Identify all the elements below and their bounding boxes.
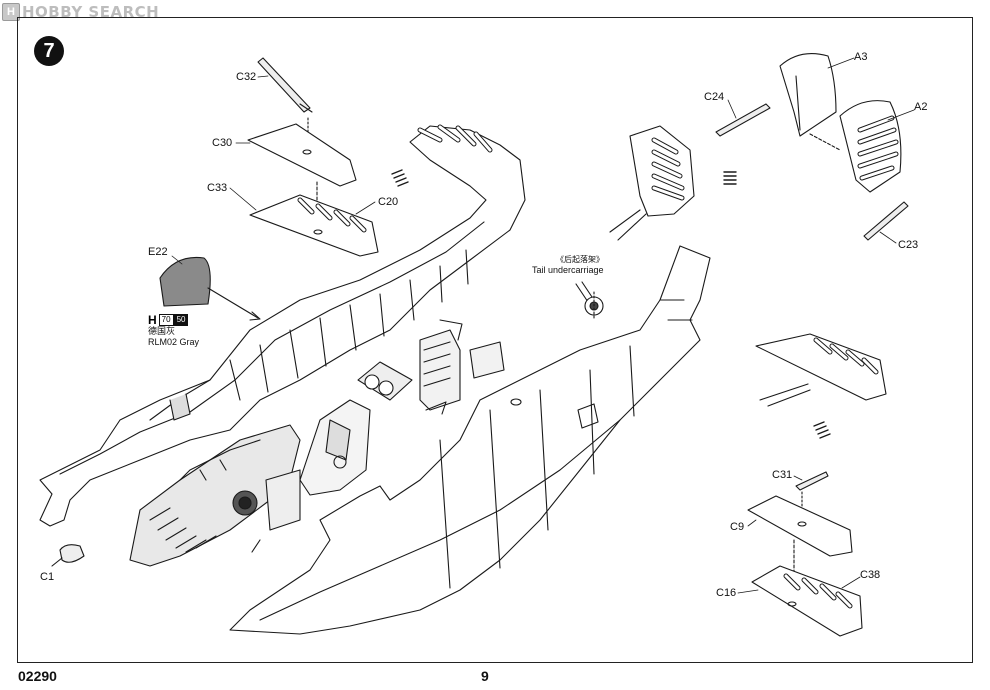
watermark-text: HOBBY SEARCH [22,3,160,21]
part-c16-c38 [751,565,863,637]
part-engine [129,424,301,567]
label-c33: C33 [207,182,228,194]
hobby-search-icon: H [2,3,20,21]
label-c31: C31 [772,469,793,481]
label-c30: C30 [212,137,233,149]
label-e22: E22 [148,246,168,258]
part-c24 [715,103,771,137]
tail-undercarriage-label-cn: 《后起落架》 [556,255,604,264]
label-c9: C9 [730,521,745,533]
part-c23 [863,201,909,241]
part-fuselage-left [39,124,526,527]
paint-callout: H 70 50 [148,313,189,327]
leader-lines [171,57,915,594]
step-number-badge: 7 [34,36,64,66]
paint-name-en: RLM02 Gray [148,337,200,347]
paint-name-cn: 德国灰 [148,326,176,336]
page-number: 9 [481,668,489,684]
part-c33-c20 [249,194,379,257]
label-c24: C24 [704,91,725,103]
label-c20: C20 [378,196,399,208]
part-c1 [51,544,85,567]
tail-undercarriage-label-en: Tail undercarriage [532,265,604,275]
label-c1: C1 [40,571,55,583]
product-code: 02290 [18,668,57,684]
part-radio-equipment [357,319,505,415]
part-a2 [839,100,902,193]
part-fuselage-right [229,245,711,635]
label-a3: A3 [854,51,868,63]
part-e22-canopy [159,256,261,321]
watermark-logo: H HOBBY SEARCH [2,2,159,22]
direction-arrows [391,169,831,439]
label-c32: C32 [236,71,257,83]
part-tail-wheel [575,281,604,319]
label-c16: C16 [716,587,737,599]
part-a3 [779,53,841,151]
part-elevator-right [755,333,887,407]
part-tail-rudder-left [609,125,695,241]
page-border [17,17,973,663]
paint-code-1: 70 [158,314,174,326]
part-cockpit [265,399,371,531]
label-c38: C38 [860,569,881,581]
paint-letter: H [148,313,157,327]
paint-code-2: 50 [173,314,189,326]
label-a2: A2 [914,101,928,113]
label-c23: C23 [898,239,919,251]
